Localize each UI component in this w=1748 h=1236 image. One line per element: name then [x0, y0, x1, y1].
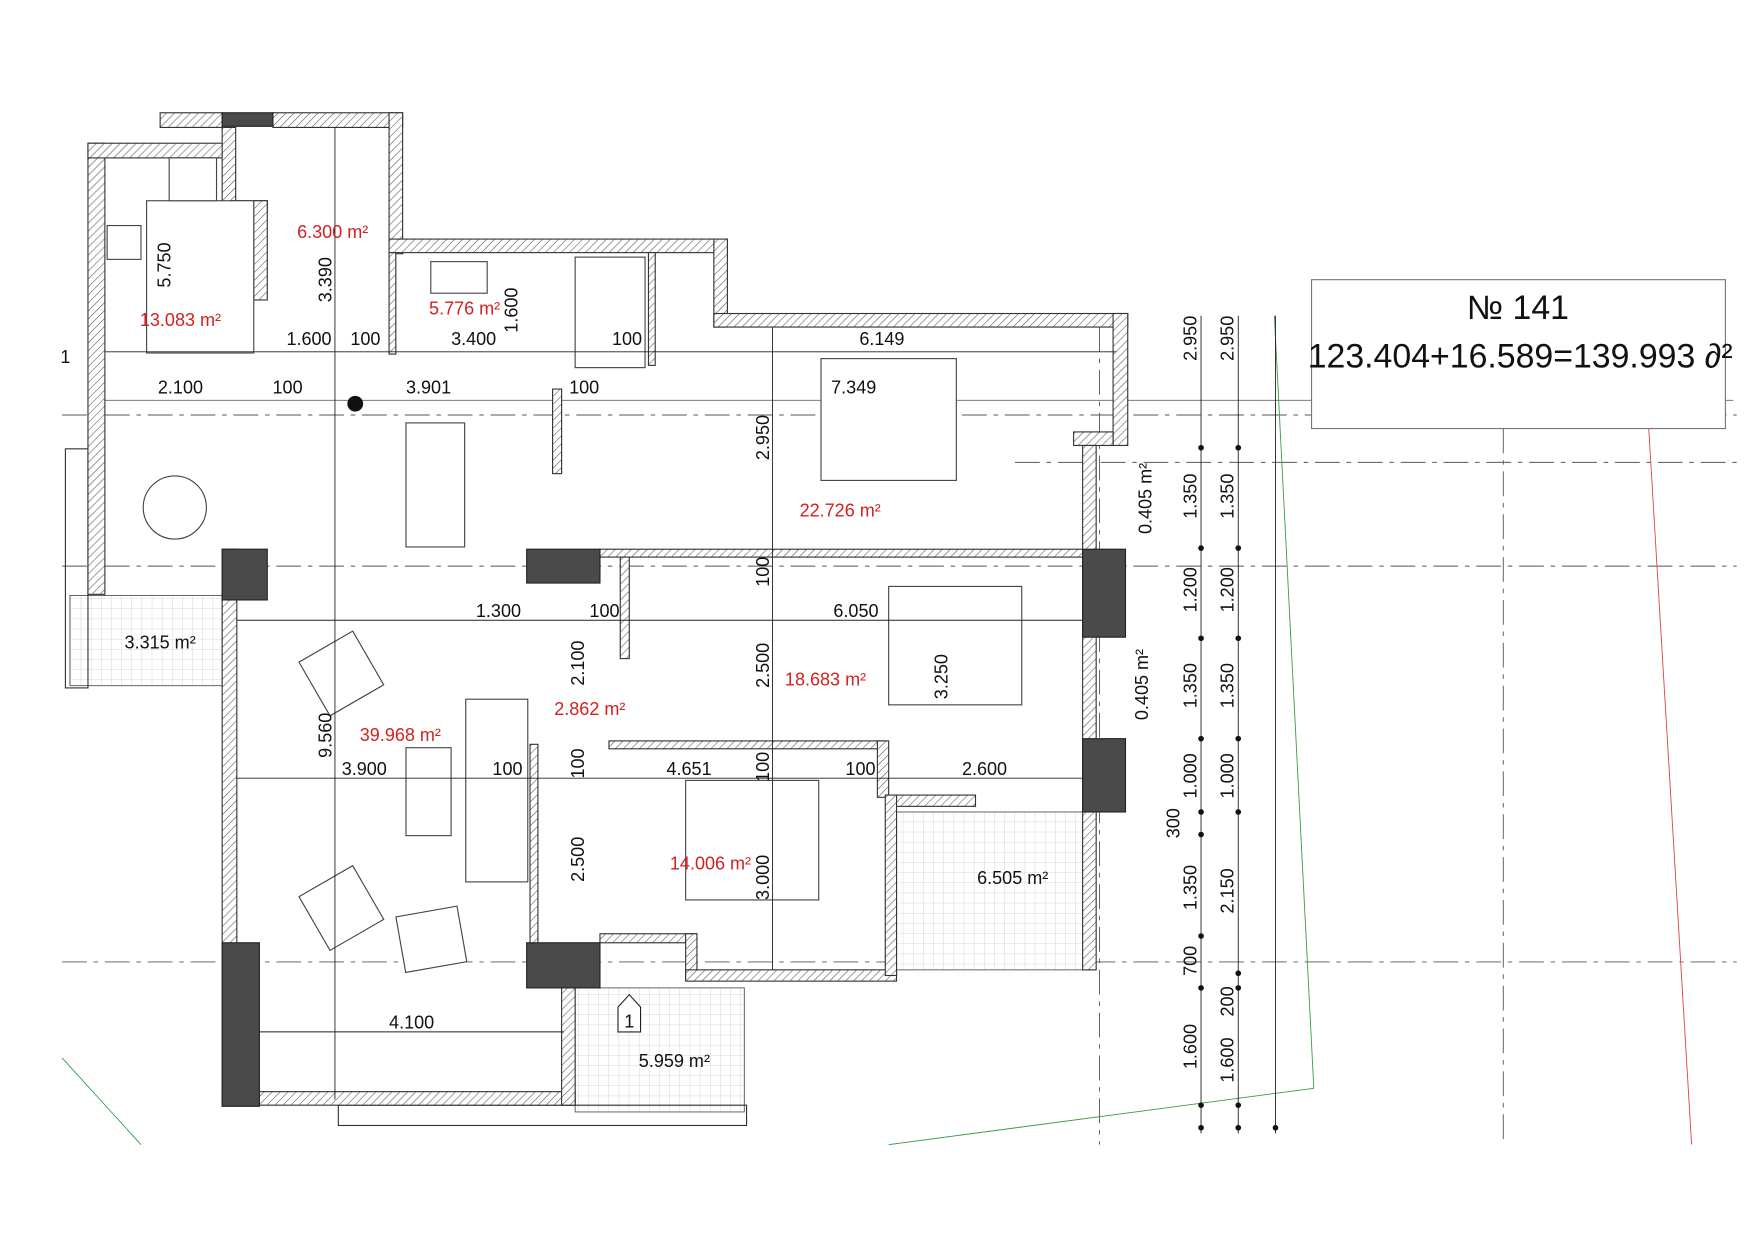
dimension-label: 1.000 — [1218, 753, 1238, 798]
vertical-dimensions: 5.750 3.390 1.600 2.950 100 2.100 2.500 … — [154, 242, 951, 899]
dimension-label: 1.200 — [1218, 567, 1238, 612]
bed-3 — [685, 779, 820, 901]
dimension-label: 3.000 — [753, 855, 773, 900]
dimension-label: 6.149 — [859, 329, 904, 349]
dimension-label: 4.100 — [389, 1012, 434, 1032]
dimension-label: 1.350 — [1181, 474, 1201, 519]
dimension-label: 100 — [612, 329, 642, 349]
apartment-number: № 141 — [1467, 289, 1569, 327]
room-area-bedroom-1: 22.726 m² — [800, 501, 881, 521]
dimension-label: 5.750 — [154, 242, 174, 287]
dimension-label: 6.050 — [833, 601, 878, 621]
dimension-label: 1.350 — [1181, 865, 1201, 910]
room-area-hall: 6.300 m² — [297, 222, 368, 242]
dimension-label: 2.600 — [962, 759, 1007, 779]
dining-table — [405, 422, 466, 548]
dimension-label: 100 — [753, 752, 773, 782]
dimension-label: 3.250 — [931, 654, 951, 699]
dimension-label: 3.390 — [316, 257, 336, 302]
right-dimension-chain-2: 2.950 1.350 1.200 1.350 1.000 2.150 200 … — [1218, 316, 1238, 1083]
room-area-kitchen: 13.083 m² — [140, 310, 221, 330]
dimension-label: 2.950 — [753, 415, 773, 460]
armchair — [298, 864, 385, 952]
dimension-label: 100 — [568, 748, 588, 778]
dimension-label: 1.600 — [502, 288, 522, 333]
armchair — [395, 905, 468, 974]
dimension-label: 100 — [273, 378, 303, 398]
dimension-label: 3.900 — [342, 759, 387, 779]
dimension-label: 2.150 — [1218, 868, 1238, 913]
right-dimension-chain-1: 2.950 1.350 1.200 1.350 1.000 300 1.350 … — [1164, 316, 1201, 1069]
washbasin — [430, 261, 488, 294]
room-labels: 6.300 m² 5.776 m² 13.083 m² 22.726 m² 18… — [125, 222, 1156, 1071]
dimension-label: 7.349 — [831, 378, 876, 398]
dimension-label: 1.600 — [286, 329, 331, 349]
dimension-label: 1.000 — [1181, 753, 1201, 798]
dimension-label: 1.600 — [1181, 1024, 1201, 1069]
niche-area: 0.405 m² — [1132, 649, 1152, 720]
bathtub — [574, 256, 646, 369]
bed-2 — [888, 585, 1023, 706]
title-box: № 141 123.404+16.589=139.993 ∂² — [1308, 279, 1733, 430]
svg-text:1: 1 — [624, 1011, 634, 1031]
dimension-label: 100 — [569, 378, 599, 398]
dimension-label: 700 — [1181, 946, 1201, 976]
dimension-label: 1.350 — [1218, 663, 1238, 708]
dimension-label: 100 — [589, 601, 619, 621]
room-area-bedroom-2: 18.683 m² — [785, 670, 866, 690]
dimension-label: 1.600 — [1218, 1038, 1238, 1083]
balcony-area: 6.505 m² — [977, 868, 1048, 888]
kitchen-counter — [146, 200, 255, 354]
dimension-label: 1.200 — [1181, 567, 1201, 612]
dimension-label: 2.500 — [568, 837, 588, 882]
dimension-chains — [104, 127, 1279, 1134]
dimension-label: 1 — [60, 347, 70, 367]
balcony-area: 5.959 m² — [639, 1051, 710, 1071]
section-marker: 1 — [617, 993, 642, 1033]
dimension-label: 2.950 — [1181, 316, 1201, 361]
dimension-label: 2.100 — [568, 641, 588, 686]
dimension-label: 2.950 — [1218, 316, 1238, 361]
armchair — [298, 630, 385, 717]
dimension-label: 100 — [845, 759, 875, 779]
room-area-bathroom: 5.776 m² — [429, 299, 500, 319]
bed-1 — [820, 358, 957, 481]
dimension-label: 100 — [350, 329, 380, 349]
dimension-label: 3.400 — [451, 329, 496, 349]
dimension-label: 1.300 — [476, 601, 521, 621]
dimension-label: 3.901 — [406, 378, 451, 398]
dimension-label: 300 — [1164, 808, 1184, 838]
dimension-label: 2.100 — [158, 378, 203, 398]
room-area-bedroom-3: 14.006 m² — [670, 853, 751, 873]
dimension-label: 200 — [1218, 986, 1238, 1016]
furniture — [106, 157, 1023, 974]
sink — [106, 224, 142, 260]
columns — [221, 112, 1127, 1107]
room-area-corridor: 2.862 m² — [554, 699, 625, 719]
round-table — [142, 475, 207, 540]
dimension-label: 1.350 — [1181, 663, 1201, 708]
stove — [168, 157, 218, 202]
dimension-label: 100 — [492, 759, 522, 779]
room-area-living: 39.968 m² — [360, 725, 441, 745]
horizontal-dimensions: 1.600 100 3.400 100 6.149 2.100 100 3.90… — [60, 329, 1007, 1032]
dimension-label: 1.350 — [1218, 474, 1238, 519]
sofa — [465, 698, 529, 883]
dimension-label: 9.560 — [316, 713, 336, 758]
niche-area: 0.405 m² — [1135, 463, 1155, 534]
balcony-area: 3.315 m² — [125, 632, 196, 652]
dimension-label: 2.500 — [753, 643, 773, 688]
total-area-formula: 123.404+16.589=139.993 ∂² — [1308, 338, 1733, 376]
dimension-label: 4.651 — [666, 759, 711, 779]
dimension-label: 100 — [753, 557, 773, 587]
balconies — [64, 448, 1095, 1127]
coffee-table — [405, 747, 452, 837]
